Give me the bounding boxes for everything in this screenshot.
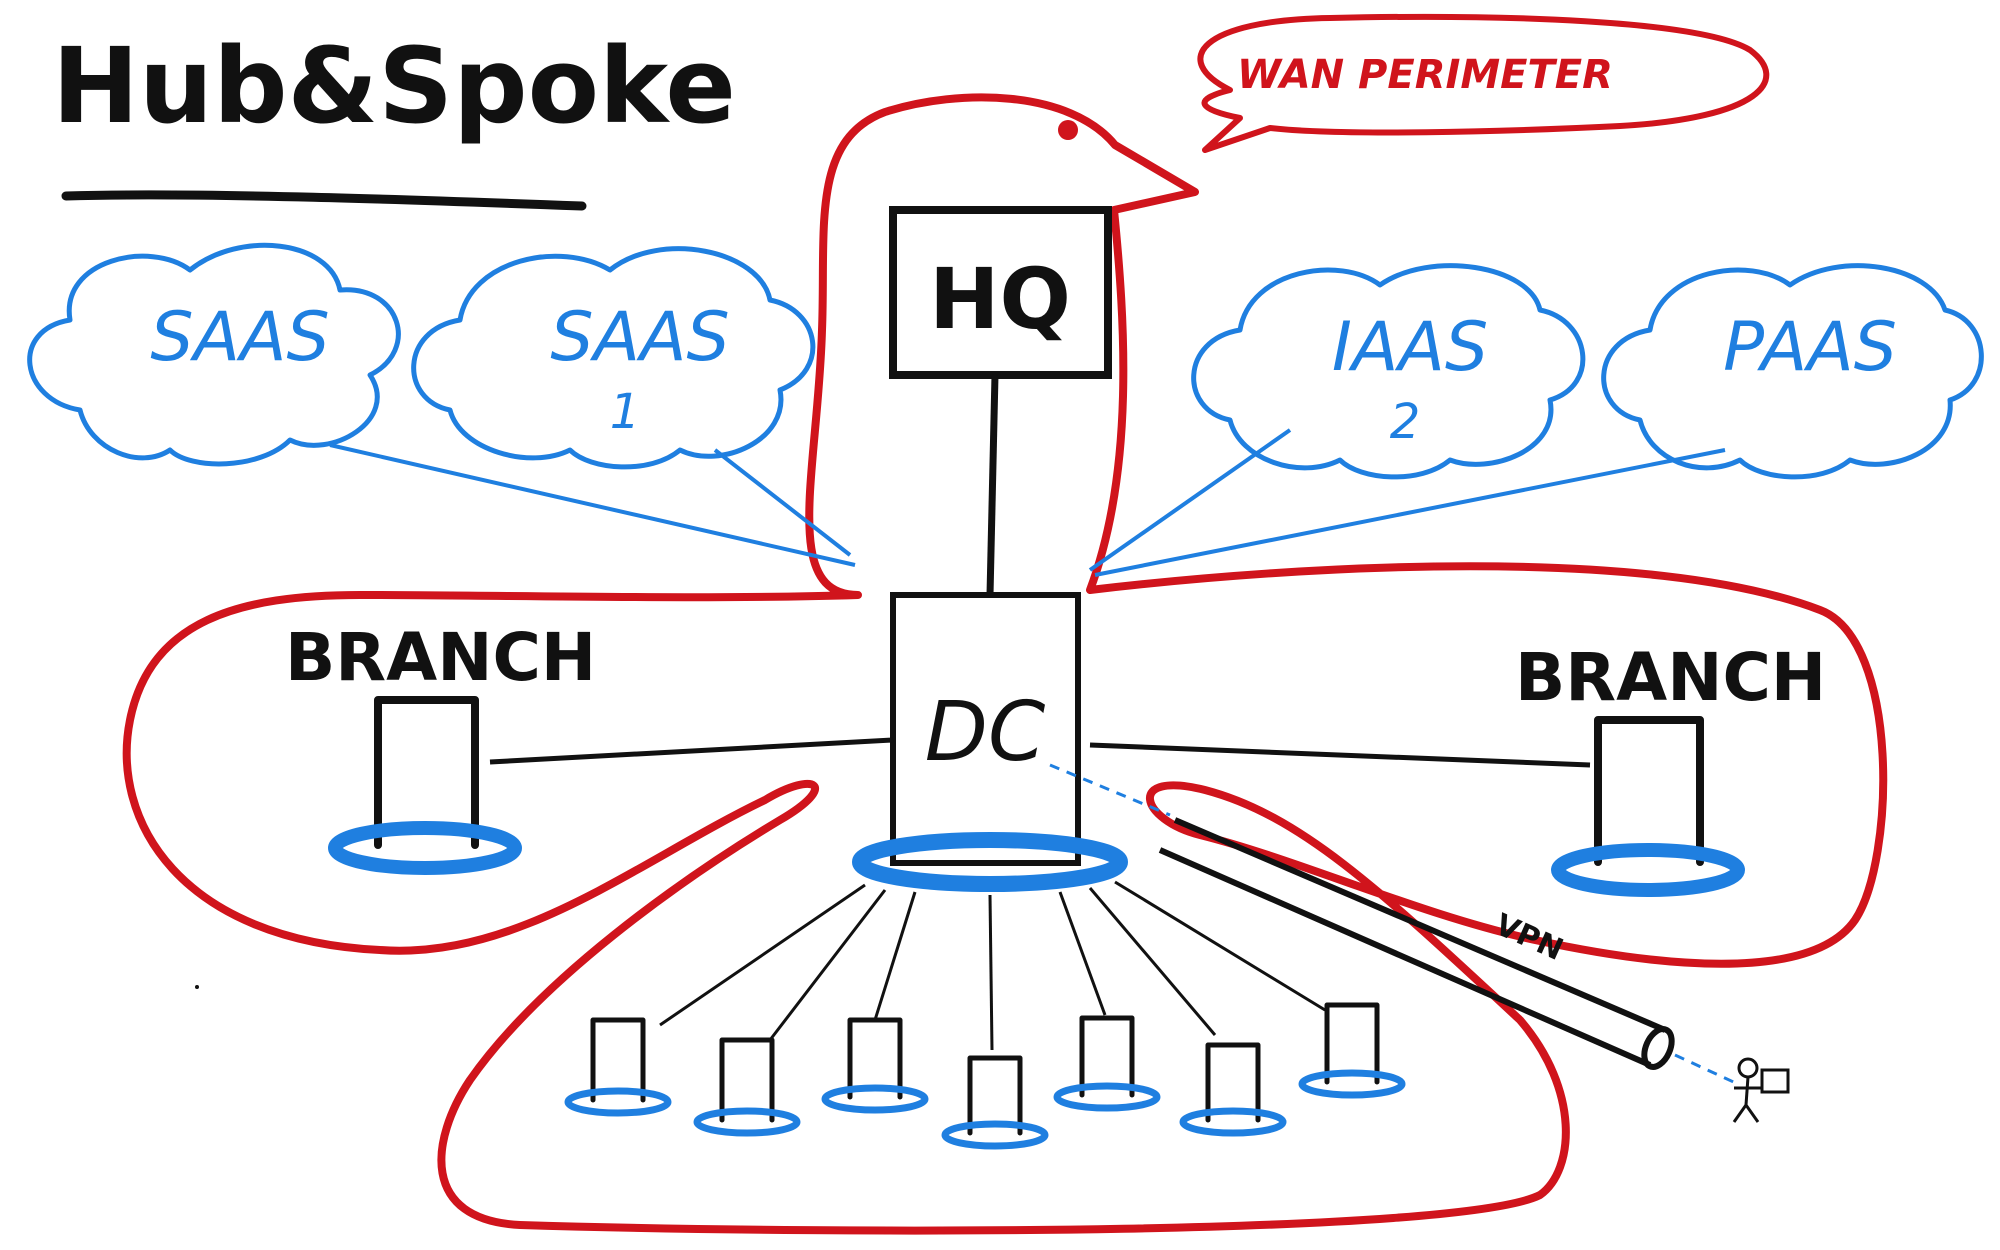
site-3 [821,1017,929,1114]
cloud-saas-label: SAAS [150,298,329,377]
callout-text: WAN PERIMETER [1237,52,1613,98]
eye-dot [1058,120,1078,140]
branch-left-label: BRANCH [285,619,596,696]
branch-left-link [489,737,894,765]
site-6 [1179,1042,1287,1137]
branch-right-base [1551,843,1745,897]
cloud-iaas1-label: SAAS [550,298,729,377]
callout-bubble [1197,13,1770,153]
cloud-links [329,428,1726,577]
cloud-iaas2-label: IAAS [1332,308,1488,387]
site-5 [1053,1015,1161,1112]
cloud-iaas1-outline [411,246,816,470]
site-4 [941,1055,1049,1150]
cloud-paas-outline [1601,263,1984,480]
site-2 [693,1037,801,1137]
vpn-tunnel [1158,817,1675,1070]
hq-dc-link [986,374,999,596]
cloud-iaas2-number: 2 [1390,394,1421,450]
branch-left-tower [374,696,479,849]
dc-box [890,592,1081,866]
dc-base [852,832,1128,892]
branch-right-tower [1594,716,1704,866]
title-underline [61,190,587,211]
hq-label: HQ [929,250,1071,348]
paas-link [1094,448,1726,577]
cloud-iaas1-number: 1 [610,384,641,440]
remote-user-icon [1732,1057,1790,1123]
saas-link [329,443,856,567]
cloud-saas-outline [27,242,401,467]
site-1 [564,1017,672,1117]
iaas1-link [713,448,852,557]
iaas2-link [1088,428,1292,572]
diagram-title: Hub&Spoke [52,25,736,147]
cloud-iaas2-outline [1191,263,1586,480]
wan-perimeter-outline [122,93,1888,1235]
branch-left-base [328,821,522,875]
cloud-paas-label: PAAS [1723,308,1897,387]
site-7 [1298,1002,1406,1099]
stray-dot [195,985,199,989]
hq-box [889,206,1112,379]
dc-label: DC [925,685,1045,780]
sites [564,1002,1406,1150]
remote-user-dashed-link [1674,1053,1741,1087]
branch-right-label: BRANCH [1515,639,1826,716]
branch-right-link [1089,742,1591,768]
spoke-links [659,880,1326,1051]
dc-vpn-dashed-link [1049,763,1171,817]
